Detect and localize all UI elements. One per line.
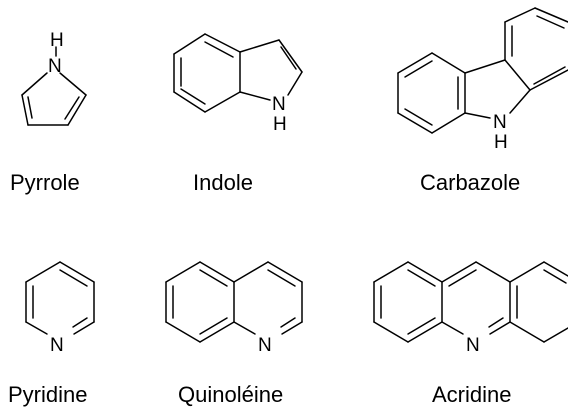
quinoleine-structure: N [165,261,303,356]
carbazole-structure: N H [397,7,568,153]
acridine-label: Acridine [432,382,511,407]
pyrrole-structure: H N [21,30,87,126]
pyridine-structure: N [25,261,95,356]
acridine-n-atom: N [466,335,480,356]
indole-structure: N H [173,33,303,135]
pyridine-label: Pyridine [8,382,87,407]
carbazole-n-atom: N [493,112,507,133]
carbazole-h-atom: H [494,132,508,153]
pyrrole-n-atom: N [48,56,62,77]
indole-label: Indole [193,170,253,195]
indole-h-atom: H [273,114,287,135]
indole-n-atom: N [272,94,286,115]
pyrrole-h-atom: H [50,30,64,51]
acridine-structure: N [373,261,568,356]
quinoleine-n-atom: N [258,335,272,356]
pyrrole-label: Pyrrole [10,170,80,195]
quinoleine-label: Quinoléine [178,382,283,407]
pyridine-n-atom: N [50,335,64,356]
carbazole-label: Carbazole [420,170,520,195]
